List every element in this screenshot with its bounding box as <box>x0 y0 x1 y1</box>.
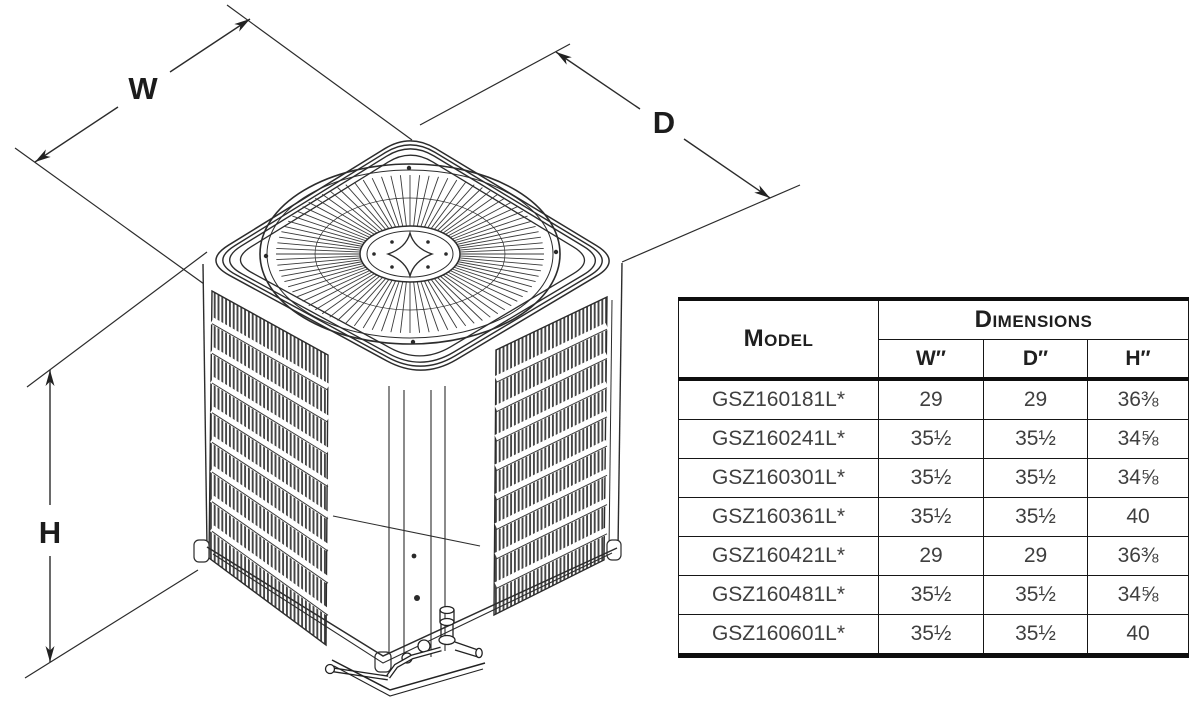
column-header-h: H″ <box>1087 339 1189 381</box>
w-cell: 35½ <box>878 575 984 615</box>
w-cell: 29 <box>878 536 984 576</box>
hub-star-icon <box>385 230 435 279</box>
d-cell: 35½ <box>983 614 1088 658</box>
table-row: GSZ160481L* 35½ 35½ 34⅝ <box>678 575 1189 615</box>
w-cell: 35½ <box>878 458 984 498</box>
left-coil-panel <box>208 289 331 647</box>
h-dimension: H <box>24 251 208 679</box>
column-header-d: D″ <box>983 339 1088 381</box>
model-cell: GSZ160241L* <box>678 419 879 459</box>
table-row: GSZ160361L* 35½ 35½ 40 <box>678 497 1189 537</box>
top-panel <box>215 140 610 371</box>
d-cell: 29 <box>983 536 1088 576</box>
h-cell: 36⅜ <box>1087 536 1189 576</box>
panel-screw-icon <box>411 553 417 559</box>
model-cell: GSZ160421L* <box>678 536 879 576</box>
depth-label: D <box>653 105 675 140</box>
w-dimension: W <box>14 4 413 285</box>
h-cell: 36⅜ <box>1087 378 1189 420</box>
table-row: GSZ160421L* 29 29 36⅜ <box>678 536 1189 576</box>
table-row: GSZ160241L* 35½ 35½ 34⅝ <box>678 419 1189 459</box>
w-cell: 35½ <box>878 614 984 658</box>
table-row: GSZ160181L* 29 29 36⅜ <box>678 378 1189 420</box>
table-row: GSZ160601L* 35½ 35½ 40 <box>678 614 1189 658</box>
d-cell: 35½ <box>983 497 1088 537</box>
column-header-dimensions: Dimensions <box>878 297 1189 340</box>
right-coil-panel <box>493 295 609 617</box>
base-rail <box>193 539 622 673</box>
width-label: W <box>128 71 158 106</box>
dimensions-table: Model Dimensions W″ D″ H″ GSZ160181L* 29… <box>678 297 1189 658</box>
condenser-unit <box>193 140 623 697</box>
table-header-row: Model Dimensions <box>678 297 1189 381</box>
corner-panel <box>202 262 623 659</box>
table-row: GSZ160301L* 35½ 35½ 34⅝ <box>678 458 1189 498</box>
h-cell: 40 <box>1087 614 1189 658</box>
table-subheader-row: W″ D″ H″ <box>679 339 1189 381</box>
h-cell: 34⅝ <box>1087 419 1189 459</box>
w-cell: 35½ <box>878 497 984 537</box>
model-cell: GSZ160481L* <box>678 575 879 615</box>
d-cell: 35½ <box>983 419 1088 459</box>
column-header-w: W″ <box>878 339 984 381</box>
d-cell: 29 <box>983 378 1088 420</box>
w-cell: 29 <box>878 378 984 420</box>
height-label: H <box>39 515 61 550</box>
d-cell: 35½ <box>983 575 1088 615</box>
service-valves <box>324 605 486 697</box>
fan-grille <box>259 163 561 345</box>
d-cell: 35½ <box>983 458 1088 498</box>
h-cell: 34⅝ <box>1087 458 1189 498</box>
d-dimension: D <box>419 43 801 263</box>
column-header-model: Model <box>678 297 879 381</box>
condenser-line-drawing: W D H <box>14 4 801 697</box>
h-cell: 34⅝ <box>1087 575 1189 615</box>
model-cell: GSZ160301L* <box>678 458 879 498</box>
panel-screw-icon <box>414 595 420 601</box>
model-cell: GSZ160361L* <box>678 497 879 537</box>
h-cell: 40 <box>1087 497 1189 537</box>
fan-hub <box>359 225 461 283</box>
model-cell: GSZ160601L* <box>678 614 879 658</box>
w-cell: 35½ <box>878 419 984 459</box>
model-cell: GSZ160181L* <box>678 378 879 420</box>
